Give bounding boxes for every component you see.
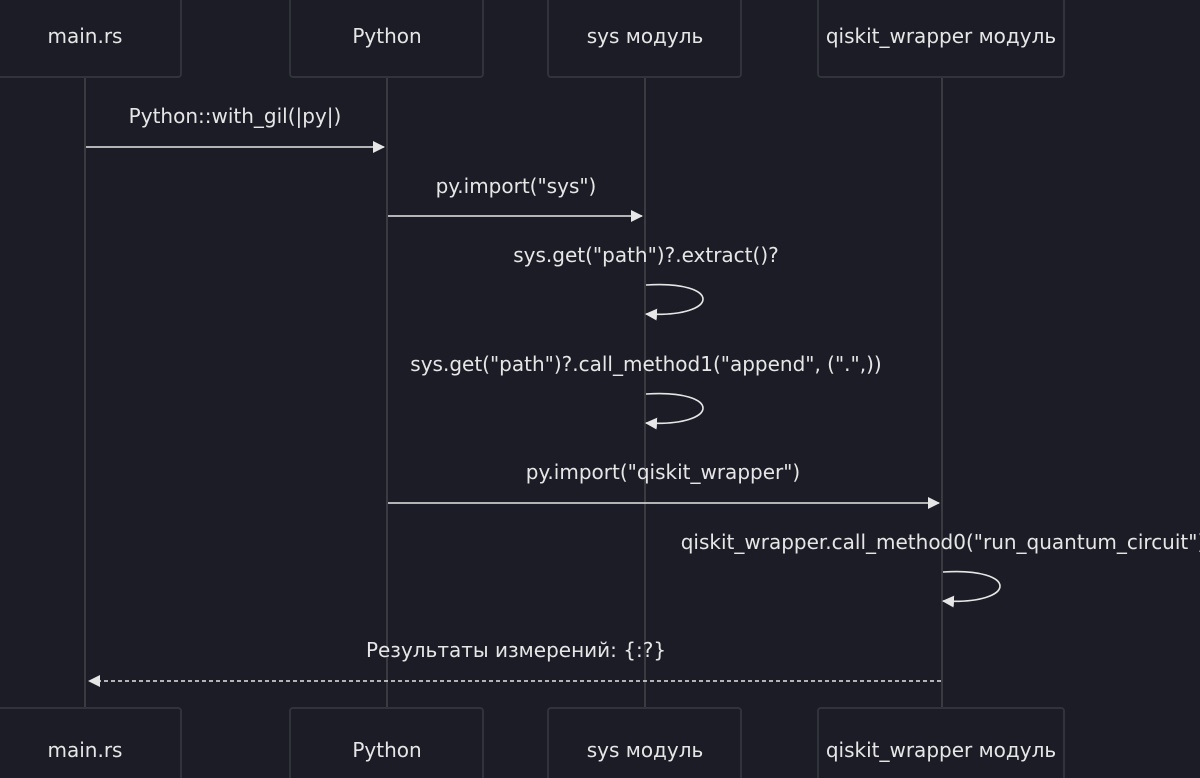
message-with-gil: Python::with_gil(|py|) bbox=[86, 104, 385, 153]
actor-label: qiskit_wrapper модуль bbox=[826, 24, 1056, 48]
actor-main-bottom: main.rs bbox=[0, 707, 182, 778]
message-label: Python::with_gil(|py|) bbox=[129, 104, 342, 128]
actor-label: qiskit_wrapper модуль bbox=[826, 738, 1056, 762]
message-results: Результаты измерений: {:?} bbox=[88, 638, 941, 687]
actor-label: main.rs bbox=[48, 738, 123, 762]
message-run-quantum-circuit: qiskit_wrapper.call_method0("run_quantum… bbox=[681, 530, 1200, 608]
actors-bottom: main.rs Python sys модуль qiskit_wrapper… bbox=[0, 707, 1065, 778]
messages: Python::with_gil(|py|) py.import("sys") … bbox=[86, 104, 1200, 687]
actor-label: sys модуль bbox=[587, 24, 704, 48]
actors-top: main.rs Python sys модуль qiskit_wrapper… bbox=[0, 0, 1065, 78]
self-message-arrow bbox=[645, 283, 704, 321]
actor-sys-bottom: sys модуль bbox=[547, 707, 742, 778]
actor-label: sys модуль bbox=[587, 738, 704, 762]
message-label: py.import("sys") bbox=[436, 174, 597, 198]
lifelines bbox=[84, 78, 943, 708]
actor-main-top: main.rs bbox=[0, 0, 182, 78]
message-import-qiskit-wrapper: py.import("qiskit_wrapper") bbox=[388, 460, 940, 509]
actor-python-bottom: Python bbox=[289, 707, 484, 778]
actor-label: main.rs bbox=[48, 24, 123, 48]
actor-python-top: Python bbox=[289, 0, 484, 78]
message-sys-path-append: sys.get("path")?.call_method1("append", … bbox=[410, 352, 882, 430]
actor-sys-top: sys модуль bbox=[547, 0, 742, 78]
message-label: Результаты измерений: {:?} bbox=[366, 638, 666, 662]
message-label: sys.get("path")?.extract()? bbox=[513, 243, 779, 267]
actor-label: Python bbox=[352, 24, 421, 48]
actor-qiskit-wrapper-top: qiskit_wrapper модуль bbox=[817, 0, 1065, 78]
message-label: py.import("qiskit_wrapper") bbox=[526, 460, 800, 484]
self-message-arrow bbox=[942, 570, 1001, 608]
message-sys-get-extract: sys.get("path")?.extract()? bbox=[513, 243, 779, 321]
actor-qiskit-wrapper-bottom: qiskit_wrapper модуль bbox=[817, 707, 1065, 778]
message-label: sys.get("path")?.call_method1("append", … bbox=[410, 352, 881, 376]
actor-label: Python bbox=[352, 738, 421, 762]
message-label: qiskit_wrapper.call_method0("run_quantum… bbox=[681, 530, 1200, 554]
message-import-sys: py.import("sys") bbox=[388, 174, 643, 222]
self-message-arrow bbox=[645, 392, 704, 430]
